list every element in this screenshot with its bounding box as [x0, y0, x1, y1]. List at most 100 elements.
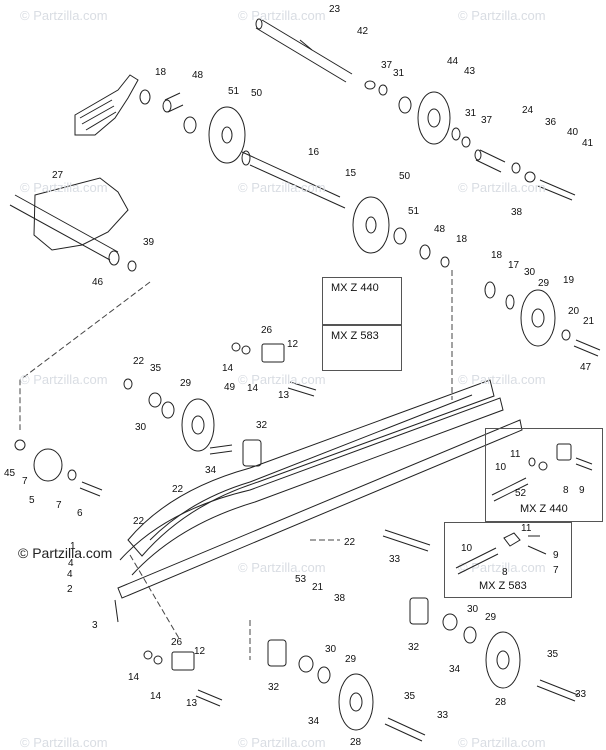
lower-wheel-group-right	[409, 597, 579, 702]
svg-text:23: 23	[329, 4, 341, 15]
watermark: © Partzilla.com	[238, 560, 326, 575]
variant-box-mx-z-440-upper: MX Z 440	[322, 277, 402, 325]
watermark: © Partzilla.com	[238, 372, 326, 387]
svg-text:21: 21	[583, 316, 595, 327]
callout-labels: 23 42 37 31 44 43 18 48 51 50 24 31 37 3…	[4, 4, 595, 748]
svg-text:2: 2	[67, 584, 73, 595]
svg-text:37: 37	[381, 60, 393, 71]
svg-text:29: 29	[538, 278, 550, 289]
svg-text:17: 17	[508, 260, 520, 271]
rear-rail-end-bracket	[74, 74, 139, 136]
svg-text:22: 22	[172, 484, 184, 495]
svg-text:28: 28	[350, 737, 362, 748]
main-slide-rail	[117, 379, 523, 599]
svg-text:4: 4	[67, 569, 73, 580]
svg-text:50: 50	[399, 171, 411, 182]
lower-bracket-12	[143, 650, 195, 671]
svg-text:50: 50	[251, 88, 263, 99]
svg-text:4: 4	[68, 558, 74, 569]
svg-text:14: 14	[128, 672, 140, 683]
svg-text:3: 3	[92, 620, 98, 631]
watermark: © Partzilla.com	[20, 372, 108, 387]
variant-title: MX Z 583	[331, 330, 379, 342]
svg-text:48: 48	[434, 224, 446, 235]
svg-text:16: 16	[308, 147, 320, 158]
svg-text:19: 19	[563, 275, 575, 286]
svg-text:7: 7	[22, 476, 28, 487]
middle-wheel-group	[352, 196, 450, 268]
left-wheel-group	[123, 378, 233, 455]
svg-text:6: 6	[77, 508, 83, 519]
svg-text:14: 14	[222, 363, 234, 374]
upper-right-wheel-group	[364, 80, 471, 148]
svg-text:28: 28	[495, 697, 507, 708]
partzilla-watermark: © Partzilla.com	[18, 545, 113, 561]
svg-text:32: 32	[268, 682, 280, 693]
svg-text:32: 32	[256, 420, 268, 431]
svg-text:12: 12	[194, 646, 206, 657]
svg-text:22: 22	[133, 516, 145, 527]
lower-wheel-group-left	[267, 639, 426, 742]
watermark: © Partzilla.com	[458, 180, 546, 195]
svg-text:32: 32	[408, 642, 420, 653]
svg-text:31: 31	[465, 108, 477, 119]
variant-title: MX Z 440	[520, 503, 568, 515]
svg-text:29: 29	[180, 378, 192, 389]
svg-text:48: 48	[192, 70, 204, 81]
svg-text:33: 33	[389, 554, 401, 565]
svg-text:39: 39	[143, 237, 155, 248]
svg-text:30: 30	[524, 267, 536, 278]
svg-text:51: 51	[228, 86, 240, 97]
svg-text:34: 34	[205, 465, 217, 476]
watermark: © Partzilla.com	[238, 735, 326, 750]
svg-text:30: 30	[467, 604, 479, 615]
svg-text:22: 22	[344, 537, 356, 548]
svg-text:31: 31	[393, 68, 405, 79]
variant-box-mx-z-583-lower: MX Z 583	[444, 522, 572, 598]
svg-text:35: 35	[547, 649, 559, 660]
svg-text:47: 47	[580, 362, 592, 373]
front-axle-and-bracket	[9, 177, 137, 272]
middle-axle-shaft	[241, 150, 346, 209]
bolts	[114, 381, 431, 707]
svg-text:34: 34	[308, 716, 320, 727]
watermark: © Partzilla.com	[458, 372, 546, 387]
svg-text:33: 33	[437, 710, 449, 721]
svg-text:38: 38	[511, 207, 523, 218]
watermark: © Partzilla.com	[20, 735, 108, 750]
svg-text:21: 21	[312, 582, 324, 593]
svg-text:14: 14	[247, 383, 259, 394]
svg-text:22: 22	[133, 356, 145, 367]
watermark: © Partzilla.com	[458, 735, 546, 750]
svg-text:5: 5	[29, 495, 35, 506]
svg-text:42: 42	[357, 26, 369, 37]
variant-title: MX Z 583	[479, 580, 527, 592]
svg-text:18: 18	[155, 67, 167, 78]
svg-text:37: 37	[481, 115, 493, 126]
upper-bracket-12	[231, 342, 285, 363]
svg-text:30: 30	[135, 422, 147, 433]
bracket-32	[242, 439, 262, 467]
svg-text:46: 46	[92, 277, 104, 288]
svg-text:49: 49	[224, 382, 236, 393]
svg-text:18: 18	[456, 234, 468, 245]
svg-text:14: 14	[150, 691, 162, 702]
svg-text:44: 44	[447, 56, 459, 67]
svg-text:1: 1	[70, 541, 76, 552]
svg-text:20: 20	[568, 306, 580, 317]
watermark: © Partzilla.com	[20, 8, 108, 23]
watermark: © Partzilla.com	[458, 8, 546, 23]
svg-text:29: 29	[345, 654, 357, 665]
upper-axle-shaft	[255, 18, 353, 83]
svg-text:34: 34	[449, 664, 461, 675]
svg-text:36: 36	[545, 117, 557, 128]
watermark: © Partzilla.com	[238, 180, 326, 195]
svg-text:53: 53	[295, 574, 307, 585]
svg-text:26: 26	[171, 637, 183, 648]
watermark: © Partzilla.com	[238, 8, 326, 23]
svg-text:29: 29	[485, 612, 497, 623]
svg-text:51: 51	[408, 206, 420, 217]
variant-box-mx-z-583-upper: MX Z 583	[322, 325, 402, 371]
upper-left-wheel-group	[139, 89, 246, 164]
